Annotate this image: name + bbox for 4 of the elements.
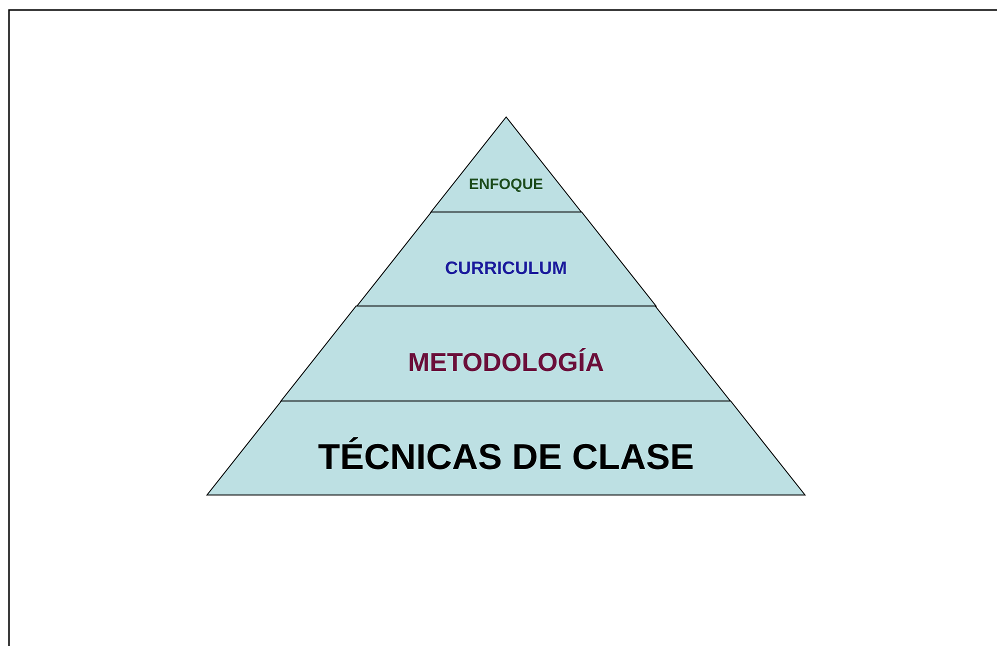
tier-label: CURRICULUM	[444, 258, 568, 279]
tier-label: TÉCNICAS DE CLASE	[316, 436, 696, 478]
tier-label: ENFOQUE	[468, 176, 544, 194]
tier-label: METODOLOGÍA	[407, 347, 605, 378]
